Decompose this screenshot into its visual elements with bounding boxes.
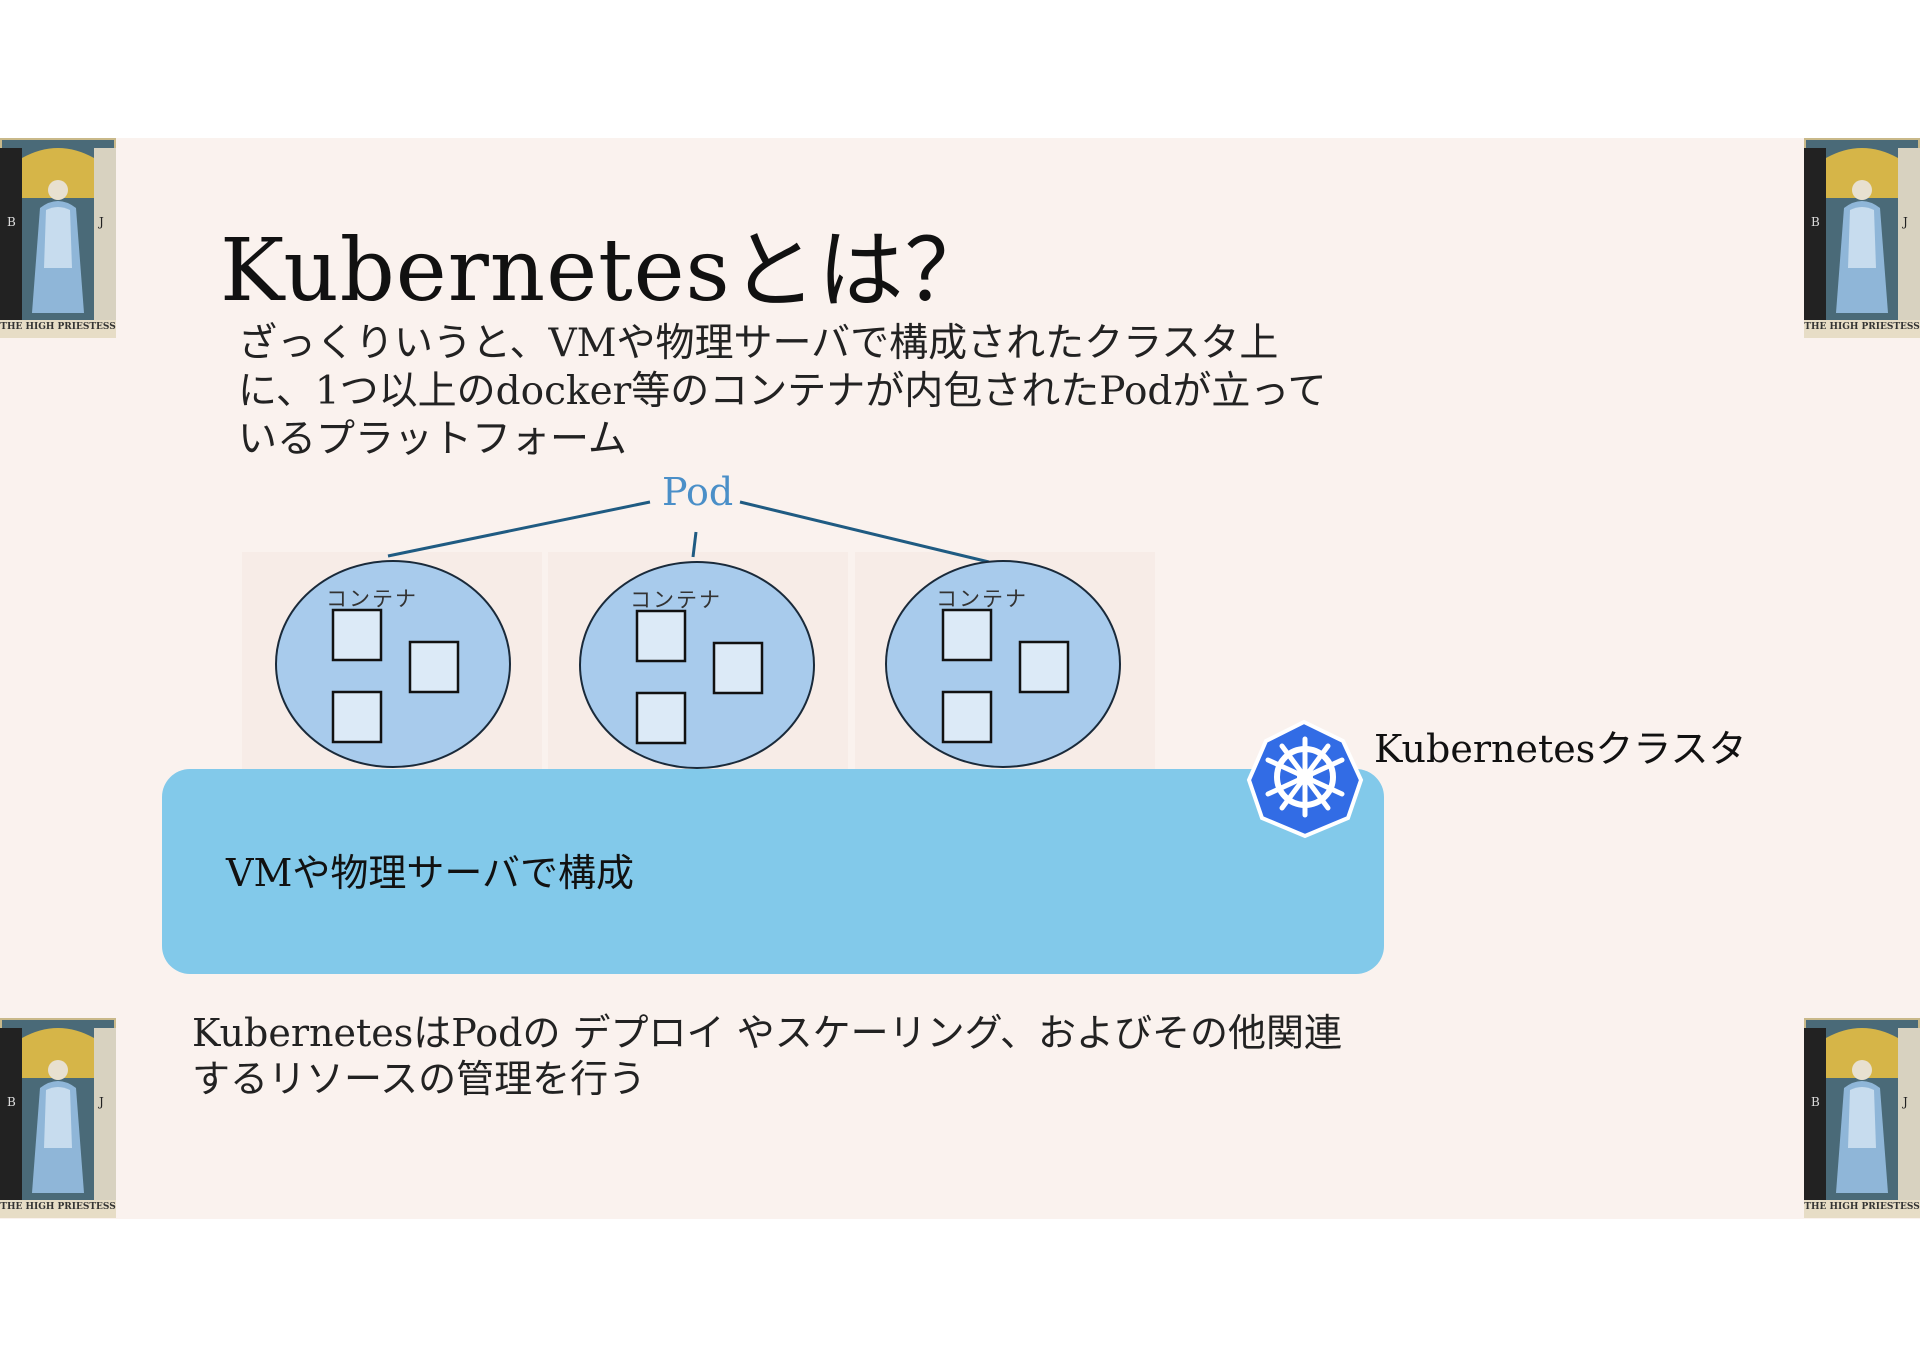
- pod-label: Pod: [662, 470, 733, 514]
- connector-line-2: [693, 532, 696, 557]
- vm-physical-server-label: VMや物理サーバで構成: [226, 842, 634, 897]
- container-label-3: コンテナ: [936, 583, 1028, 613]
- kubernetes-logo-icon: [1249, 722, 1361, 836]
- container-label-1: コンテナ: [326, 583, 418, 613]
- connector-line-3: [740, 502, 989, 562]
- slide-footer-text: KubernetesはPodの デプロイ やスケーリング、およびその他関連するリ…: [192, 1010, 1362, 1102]
- container-box-2-3: [637, 693, 685, 743]
- container-box-2-1: [637, 611, 685, 661]
- container-box-1-2: [410, 642, 458, 692]
- container-box-3-3: [943, 692, 991, 742]
- container-box-1-1: [333, 610, 381, 660]
- connector-line-1: [388, 502, 650, 556]
- container-box-2-2: [714, 643, 762, 693]
- container-box-3-2: [1020, 642, 1068, 692]
- kubernetes-cluster-label: Kubernetesクラスタ: [1374, 718, 1746, 773]
- container-box-1-3: [333, 692, 381, 742]
- container-label-2: コンテナ: [630, 584, 722, 614]
- container-box-3-1: [943, 610, 991, 660]
